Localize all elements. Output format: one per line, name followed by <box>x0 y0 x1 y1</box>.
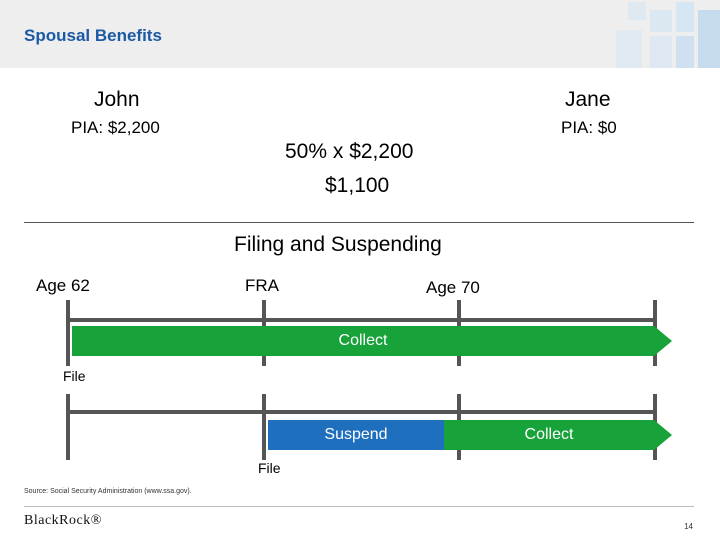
page-number: 14 <box>684 522 693 531</box>
timeline2-axis <box>66 410 656 414</box>
timeline2-tick-age62 <box>66 394 70 460</box>
timeline1-tick-age62 <box>66 300 70 366</box>
jane-name: Jane <box>565 88 611 111</box>
timeline2-file-label: File <box>258 460 281 476</box>
timeline2-suspend-label: Suspend <box>324 426 388 443</box>
blackrock-logo: BlackRock® <box>24 513 102 528</box>
timeline2-tick-fra <box>262 394 266 460</box>
header-band: Spousal Benefits <box>0 0 720 68</box>
timeline1-collect-label: Collect <box>338 332 388 349</box>
timeline2-arrow <box>654 420 672 450</box>
timeline1-axis <box>66 318 656 322</box>
age-70-label: Age 70 <box>426 278 480 297</box>
fra-label: FRA <box>245 276 279 295</box>
john-name: John <box>94 88 140 111</box>
jane-pia: PIA: $0 <box>561 118 617 137</box>
footer-divider <box>24 506 694 507</box>
timeline2-collect-bar: Collect <box>444 420 654 450</box>
decorative-tiles <box>610 0 720 68</box>
page-title: Spousal Benefits <box>24 26 162 45</box>
timeline1-arrow <box>654 326 672 356</box>
spousal-amount: $1,100 <box>325 174 390 197</box>
source-note: Source: Social Security Administration (… <box>24 488 192 495</box>
age-62-label: Age 62 <box>36 276 90 295</box>
timeline1-collect-bar: Collect <box>72 326 654 356</box>
john-pia: PIA: $2,200 <box>71 118 160 137</box>
timeline2-suspend-bar: Suspend <box>268 420 444 450</box>
section-divider <box>24 222 694 223</box>
section-title: Filing and Suspending <box>234 233 442 256</box>
timeline2-collect-label: Collect <box>524 426 574 443</box>
spousal-formula: 50% x $2,200 <box>285 140 414 163</box>
timeline1-file-label: File <box>63 368 86 384</box>
